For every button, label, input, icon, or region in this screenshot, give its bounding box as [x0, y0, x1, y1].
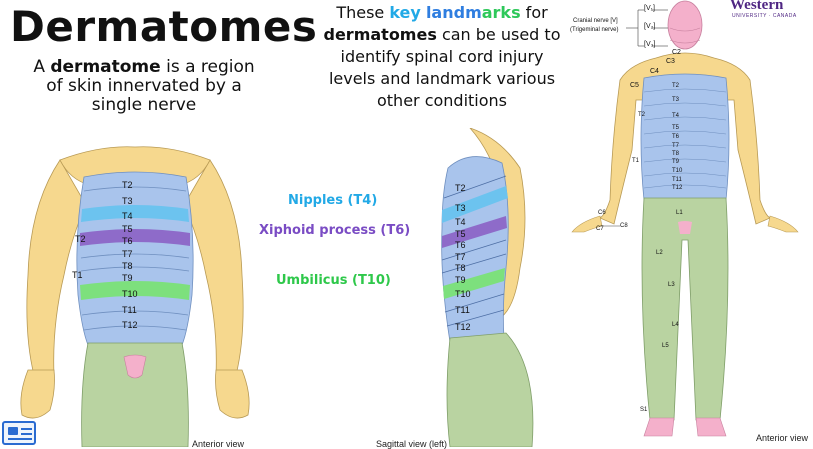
right-arm-c6: C6 — [598, 210, 606, 216]
sagittal-figure — [441, 128, 534, 447]
right-leg-s1: S1 — [640, 407, 648, 413]
right-neck-c4: C4 — [650, 68, 659, 75]
intro-key: key — [389, 3, 421, 22]
front-label-t11: T11 — [122, 305, 137, 315]
right-leg-l4: L4 — [672, 322, 679, 328]
right-torso-t3: T3 — [672, 97, 680, 103]
right-cranial-label: Cranial nerve [V] — [573, 18, 618, 24]
front-label-t10: T10 — [122, 289, 138, 299]
right-torso-t9: T9 — [672, 159, 680, 165]
front-label-t4: T4 — [122, 211, 133, 221]
right-arm-t1: T1 — [632, 158, 640, 164]
right-leg-l1: L1 — [676, 210, 683, 216]
sagittal-label-t12: T12 — [455, 322, 471, 332]
intro-dermatomes: dermatomes — [323, 25, 437, 44]
sagittal-label-t4: T4 — [455, 217, 466, 227]
right-leg-l5: L5 — [662, 343, 669, 349]
caption-right: Anterior view — [756, 433, 809, 443]
front-side-label-t1: T1 — [72, 270, 83, 280]
landmark-nipples: Nipples (T4) — [288, 193, 378, 208]
right-neck-c5: C5 — [630, 82, 639, 89]
right-torso-t6: T6 — [672, 134, 680, 140]
intro-text: These key landmarks for dermatomes can b… — [322, 2, 562, 112]
sagittal-label-t3: T3 — [455, 203, 466, 213]
right-torso-t12: T12 — [672, 185, 683, 191]
right-v2-label: [V₂] — [644, 23, 656, 30]
right-torso-t8: T8 — [672, 151, 680, 157]
front-label-t12: T12 — [122, 320, 138, 330]
definition-text: A dermatome is a region of skin innervat… — [24, 58, 264, 115]
right-neck-c2: C2 — [672, 49, 681, 56]
right-trigeminal-label: (Trigeminal nerve) — [570, 27, 619, 33]
sagittal-label-t6: T6 — [455, 240, 466, 250]
logo-name: Western — [730, 0, 784, 13]
page-title: Dermatomes — [10, 2, 318, 51]
sagittal-label-t5: T5 — [455, 229, 466, 239]
right-arm-c8: C8 — [620, 223, 628, 229]
sagittal-label-t2: T2 — [455, 183, 466, 193]
right-torso-t2: T2 — [672, 83, 680, 89]
right-torso-t4: T4 — [672, 113, 680, 119]
right-neck-c3: C3 — [666, 58, 675, 65]
logo-sub: UNIVERSITY · CANADA — [732, 13, 797, 19]
right-leg-l2: L2 — [656, 250, 663, 256]
sagittal-label-t7: T7 — [455, 252, 466, 262]
sagittal-label-t9: T9 — [455, 275, 466, 285]
slide-icon[interactable] — [2, 421, 36, 445]
front-label-t2: T2 — [122, 180, 133, 190]
front-label-t5: T5 — [122, 224, 133, 234]
right-arm-c7: C7 — [596, 226, 604, 232]
definition-post: is a region of skin innervated by a sing… — [46, 57, 255, 115]
landmark-xiphoid: Xiphoid process (T6) — [259, 223, 411, 238]
right-torso-t10: T10 — [672, 168, 683, 174]
right-leg-l3: L3 — [668, 282, 675, 288]
intro-t2: for — [520, 3, 548, 22]
intro-t1: These — [336, 3, 390, 22]
front-label-t9: T9 — [122, 273, 133, 283]
front-label-t6: T6 — [122, 236, 133, 246]
right-v3-label: [V₃] — [644, 41, 656, 48]
front-label-t7: T7 — [122, 249, 133, 259]
right-arm-t2: T2 — [638, 112, 646, 118]
right-torso-t11: T11 — [672, 177, 682, 183]
intro-landmarks: landmarks — [425, 3, 521, 22]
front-side-label-t2: T2 — [75, 234, 86, 244]
intro-t3: can be used to identify spinal cord inju… — [328, 25, 561, 110]
definition-term: dermatome — [50, 57, 161, 77]
caption-sagittal: Sagittal view (left) — [376, 439, 448, 449]
sagittal-label-t10: T10 — [455, 289, 471, 299]
definition-pre: A — [33, 57, 51, 77]
right-v1-label: [V₁] — [644, 5, 655, 12]
western-logo: Western UNIVERSITY · CANADA — [730, 0, 813, 22]
front-label-t3: T3 — [122, 196, 133, 206]
right-torso-t7: T7 — [672, 143, 680, 149]
landmark-umbilicus: Umbilicus (T10) — [276, 273, 391, 288]
caption-front: Anterior view — [192, 439, 245, 449]
sagittal-label-t8: T8 — [455, 263, 466, 273]
right-torso-t5: T5 — [672, 125, 680, 131]
front-label-t8: T8 — [122, 261, 133, 271]
sagittal-label-t11: T11 — [455, 305, 470, 315]
right-figure — [571, 0, 799, 437]
front-figure — [20, 146, 250, 447]
